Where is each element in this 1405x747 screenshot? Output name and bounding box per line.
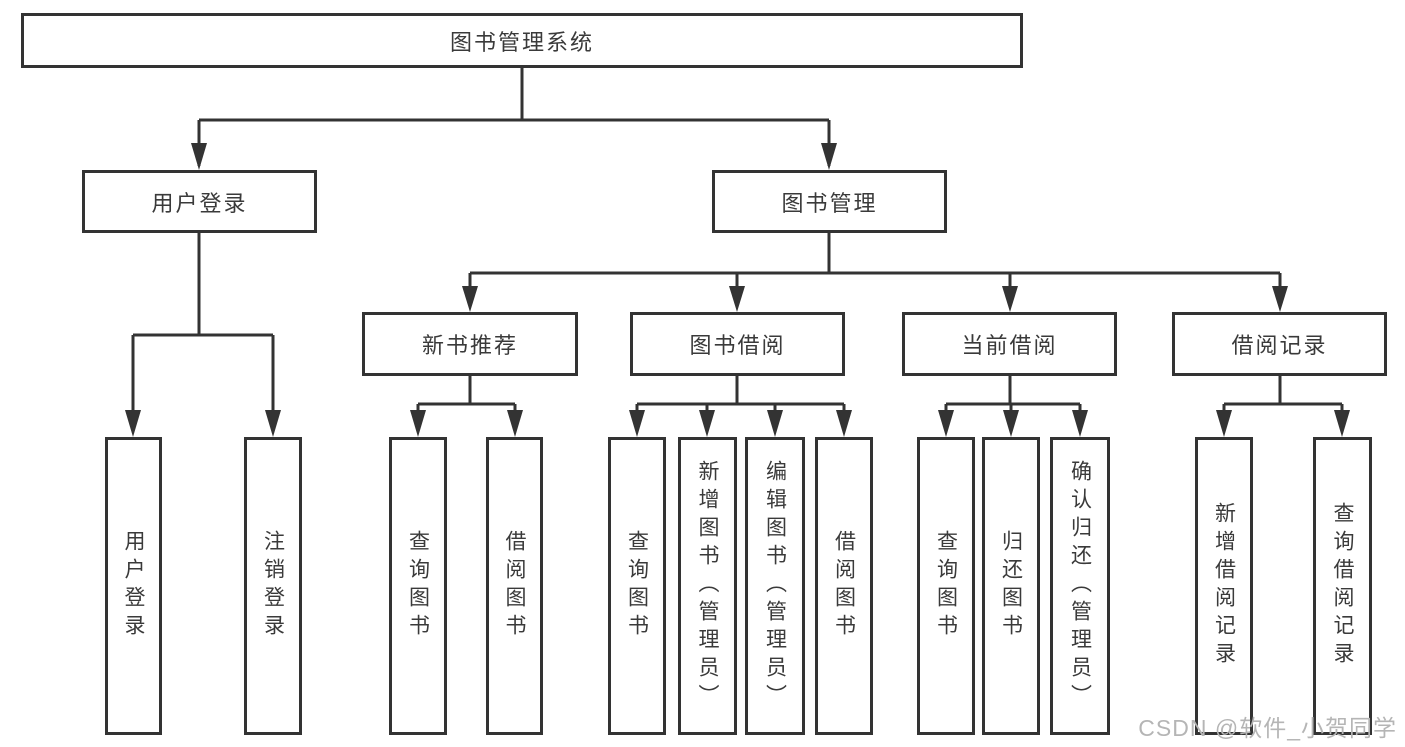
leaf-query-book-recommend-label: 查询图书 <box>406 530 430 642</box>
connector-root <box>197 68 831 166</box>
leaf-borrow-book: 借阅图书 <box>815 437 873 735</box>
leaf-add-book-admin-label: 新增图书（管理员） <box>696 460 719 712</box>
leaf-edit-book-admin: 编辑图书（管理员） <box>745 437 805 735</box>
node-book-management: 图书管理 <box>712 170 947 233</box>
node-user-login: 用户登录 <box>82 170 317 233</box>
node-user-login-label: 用户登录 <box>151 190 248 216</box>
connector-book-borrow <box>635 376 846 431</box>
node-library-system-label: 图书管理系统 <box>449 29 594 55</box>
leaf-logout-label: 注销登录 <box>261 530 285 642</box>
arrowheads <box>125 143 1350 437</box>
leaf-add-borrow-record: 新增借阅记录 <box>1195 437 1253 735</box>
node-book-borrow: 图书借阅 <box>630 312 845 376</box>
leaf-logout: 注销登录 <box>244 437 302 735</box>
node-new-book-recommend-label: 新书推荐 <box>421 333 518 358</box>
node-current-borrow-label: 当前借阅 <box>961 333 1058 358</box>
leaf-add-book-admin: 新增图书（管理员） <box>678 437 737 735</box>
node-book-management-label: 图书管理 <box>781 190 878 216</box>
node-borrow-record: 借阅记录 <box>1172 312 1387 376</box>
leaf-confirm-return-admin-label: 确认归还（管理员） <box>1068 460 1092 712</box>
leaf-query-book-borrow: 查询图书 <box>608 437 666 735</box>
connector-book-mgmt <box>468 233 1282 306</box>
leaf-query-borrow-record-label: 查询借阅记录 <box>1331 502 1354 670</box>
node-library-system: 图书管理系统 <box>21 13 1023 68</box>
leaf-query-book-current-label: 查询图书 <box>934 530 958 642</box>
leaf-user-login: 用户登录 <box>105 437 162 735</box>
node-new-book-recommend: 新书推荐 <box>362 312 578 376</box>
leaf-edit-book-admin-label: 编辑图书（管理员） <box>763 460 787 712</box>
leaf-query-borrow-record: 查询借阅记录 <box>1313 437 1372 735</box>
leaf-user-login-label: 用户登录 <box>122 530 145 642</box>
leaf-borrow-book-label: 借阅图书 <box>832 530 856 642</box>
leaf-confirm-return-admin: 确认归还（管理员） <box>1050 437 1110 735</box>
leaf-add-borrow-record-label: 新增借阅记录 <box>1212 502 1236 670</box>
connector-new-book <box>416 376 517 431</box>
node-book-borrow-label: 图书借阅 <box>689 333 786 358</box>
connector-user-login <box>131 233 275 431</box>
leaf-borrow-book-recommend: 借阅图书 <box>486 437 543 735</box>
leaf-query-book-recommend: 查询图书 <box>389 437 447 735</box>
node-current-borrow: 当前借阅 <box>902 312 1117 376</box>
leaf-query-book-borrow-label: 查询图书 <box>625 530 649 642</box>
node-borrow-record-label: 借阅记录 <box>1231 333 1328 358</box>
leaf-borrow-book-recommend-label: 借阅图书 <box>503 530 526 642</box>
leaf-return-book: 归还图书 <box>982 437 1040 735</box>
leaf-query-book-current: 查询图书 <box>917 437 975 735</box>
connector-borrow-record <box>1222 376 1344 431</box>
leaf-return-book-label: 归还图书 <box>999 530 1023 642</box>
